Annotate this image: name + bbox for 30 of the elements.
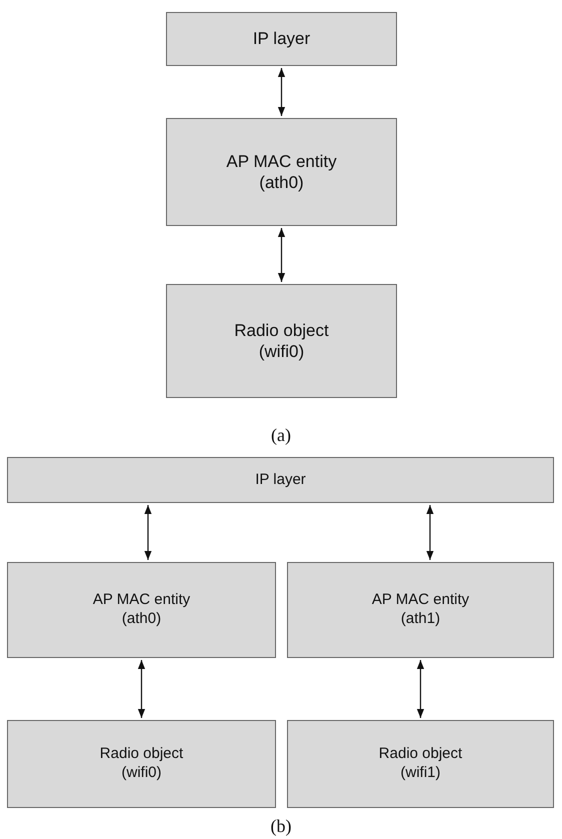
double-arrow: [138, 660, 146, 718]
box-label: (wifi0): [122, 764, 162, 783]
double-arrow: [426, 505, 434, 560]
double-arrow: [278, 68, 286, 116]
double-arrow: [416, 660, 424, 718]
layer-box: [166, 118, 397, 226]
box-label: AP MAC entity: [372, 591, 470, 610]
double-arrow: [144, 505, 152, 560]
box-label: (wifi1): [400, 764, 440, 783]
box-label: Radio object: [100, 745, 184, 764]
layer-box: [7, 457, 554, 503]
subfigure-label: (b): [270, 816, 292, 837]
box-label: IP layer: [252, 28, 310, 50]
box-label: (ath1): [400, 610, 440, 629]
box-label: Radio object: [378, 745, 462, 764]
box-label: AP MAC entity: [92, 591, 190, 610]
box-label: (ath0): [122, 610, 162, 629]
layer-box: [287, 562, 554, 658]
box-label: (ath0): [259, 172, 304, 194]
layer-box: [287, 720, 554, 808]
layer-box: [166, 12, 397, 66]
box-label: AP MAC entity: [226, 150, 337, 172]
layer-box: [166, 284, 397, 398]
layer-box: [7, 720, 276, 808]
layer-box: [7, 562, 276, 658]
double-arrow: [278, 228, 286, 282]
box-label: Radio object: [234, 320, 329, 341]
box-label: (wifi0): [258, 341, 304, 362]
subfigure-label: (a): [271, 425, 291, 446]
box-label: IP layer: [255, 470, 306, 490]
